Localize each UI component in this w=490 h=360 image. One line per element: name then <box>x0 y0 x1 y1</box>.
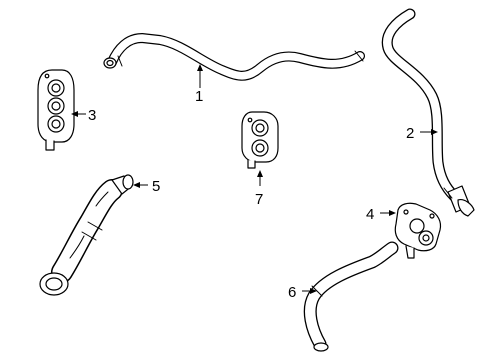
callout-5: 5 <box>152 178 160 195</box>
hose-part-1 <box>103 33 365 81</box>
callout-2: 2 <box>406 125 414 142</box>
leader-1 <box>197 64 203 88</box>
hose-part-2 <box>381 8 475 217</box>
leader-3 <box>71 111 86 117</box>
fitting-part-4 <box>394 202 442 259</box>
leader-6 <box>302 288 317 294</box>
hose-part-6 <box>303 241 399 352</box>
callout-1: 1 <box>195 88 203 105</box>
callout-4: 4 <box>366 206 374 223</box>
callout-3: 3 <box>88 107 96 124</box>
hose-part-5 <box>39 174 134 296</box>
leader-4 <box>380 210 396 216</box>
callout-6: 6 <box>288 284 296 301</box>
gasket-part-7 <box>241 111 279 169</box>
leader-5 <box>133 182 148 188</box>
callout-7: 7 <box>255 191 263 208</box>
leader-2 <box>420 129 438 135</box>
leader-7 <box>257 170 263 186</box>
gasket-part-3 <box>37 69 75 151</box>
